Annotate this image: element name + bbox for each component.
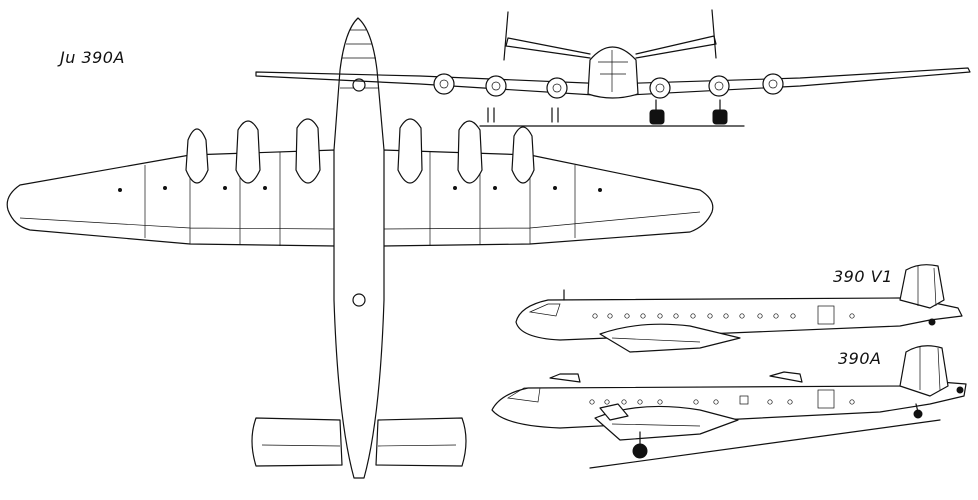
v1-windows (592, 305, 855, 325)
plan-engines (185, 118, 535, 184)
v1-variant-label: 390 V1 (833, 267, 893, 286)
a-windows (589, 389, 855, 409)
front-view (255, 9, 971, 127)
plan-view-label: Ju 390A (60, 48, 125, 67)
plan-tailplane (251, 417, 467, 467)
front-wing (255, 67, 971, 97)
front-gear (479, 99, 745, 127)
side-view-v1 (515, 264, 963, 353)
plan-wing (6, 149, 714, 247)
plan-fuselage (333, 17, 385, 479)
a-variant-label: 390A (838, 349, 882, 368)
plan-view (6, 17, 714, 479)
front-engines (433, 73, 784, 99)
v1-fuselage (515, 297, 963, 341)
side-view-a (491, 345, 967, 469)
